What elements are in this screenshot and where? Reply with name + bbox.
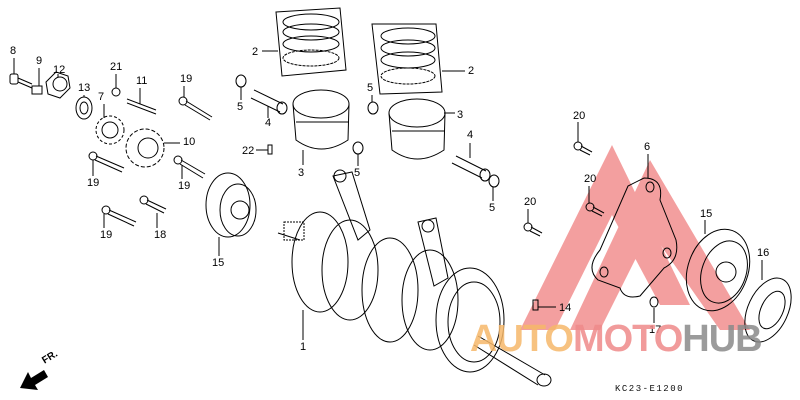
callout-5: 5 xyxy=(489,202,496,214)
diagram-code: KC23-E1200 xyxy=(615,384,685,394)
callout-19: 19 xyxy=(100,229,113,241)
callout-5: 5 xyxy=(237,101,244,113)
clip-5-icon xyxy=(367,101,379,115)
dowel-14-icon xyxy=(532,299,539,311)
callout-19: 19 xyxy=(178,180,191,192)
clip-5-icon xyxy=(235,74,247,88)
bolt-20-icon xyxy=(573,141,593,156)
oil-seal-16-icon xyxy=(744,277,792,343)
callout-3: 3 xyxy=(298,167,305,179)
bolt-19-icon xyxy=(173,155,206,179)
callout-7: 7 xyxy=(98,91,105,103)
gear-7-icon xyxy=(95,115,125,145)
washer-13-icon xyxy=(75,96,93,120)
bolt-18-icon xyxy=(139,195,167,214)
callout-15: 15 xyxy=(700,208,713,220)
callout-11: 11 xyxy=(136,75,148,87)
callout-4: 4 xyxy=(265,117,272,129)
bolt-19-icon xyxy=(101,205,137,227)
line-art xyxy=(9,7,792,387)
callout-14: 14 xyxy=(559,302,572,314)
clip-5-icon xyxy=(352,141,364,155)
bolt-20-icon xyxy=(585,202,605,217)
callout-3: 3 xyxy=(457,109,464,121)
callout-6: 6 xyxy=(644,141,651,153)
piston-3-icon xyxy=(388,98,446,160)
bearing-15-icon xyxy=(685,228,751,312)
callout-8: 8 xyxy=(10,45,17,57)
stud-11-icon xyxy=(126,98,157,115)
nut-21-icon xyxy=(111,87,121,97)
watermark-moto: MOTO xyxy=(572,318,683,360)
callout-22: 22 xyxy=(242,145,255,157)
gear-10-icon xyxy=(125,128,165,168)
spring-9-icon xyxy=(31,85,43,95)
callout-5: 5 xyxy=(367,82,374,94)
watermark-logo-icon xyxy=(520,145,750,330)
bolt-19-icon xyxy=(88,151,125,173)
piston-3-icon xyxy=(292,89,350,150)
clip-5-icon xyxy=(488,174,500,188)
callout-2: 2 xyxy=(468,65,475,77)
bolt-20-icon xyxy=(523,222,543,237)
o-ring-17-icon xyxy=(649,296,659,308)
nut-12-icon xyxy=(45,71,71,99)
bolt-19-icon xyxy=(178,96,213,121)
bolt-8-icon xyxy=(9,73,33,89)
callout-19: 19 xyxy=(180,73,193,85)
callout-12: 12 xyxy=(53,64,66,76)
front-direction-arrow-icon xyxy=(20,370,48,390)
callout-20: 20 xyxy=(524,196,537,208)
callout-21: 21 xyxy=(110,61,123,73)
callout-4: 4 xyxy=(467,129,474,141)
piston-pin-4-icon xyxy=(451,155,491,182)
callout-17: 17 xyxy=(649,324,662,336)
piston-rings-2-icon xyxy=(371,23,443,95)
callout-9: 9 xyxy=(36,55,43,67)
callout-15: 15 xyxy=(212,257,225,269)
callout-2: 2 xyxy=(252,46,259,58)
callout-20: 20 xyxy=(573,110,586,122)
bearing-15-icon xyxy=(205,172,257,238)
callout-5: 5 xyxy=(354,167,361,179)
piston-rings-2-icon xyxy=(275,7,347,77)
callout-18: 18 xyxy=(154,229,167,241)
piston-pin-4-icon xyxy=(250,89,288,115)
watermark-hub: HUB xyxy=(682,318,762,360)
callout-10: 10 xyxy=(183,136,196,148)
bearing-holder-plate-6-icon xyxy=(591,177,678,298)
callout-20: 20 xyxy=(584,173,597,185)
watermark-text: AUTOMOTOHUB xyxy=(470,318,763,361)
pin-22-icon xyxy=(267,144,273,155)
watermark-auto: AUTO xyxy=(470,318,574,360)
callout-1: 1 xyxy=(300,341,307,353)
callout-19: 19 xyxy=(87,177,100,189)
callout-13: 13 xyxy=(78,82,91,94)
callout-16: 16 xyxy=(757,247,770,259)
crankshaft-1-icon xyxy=(277,169,552,387)
